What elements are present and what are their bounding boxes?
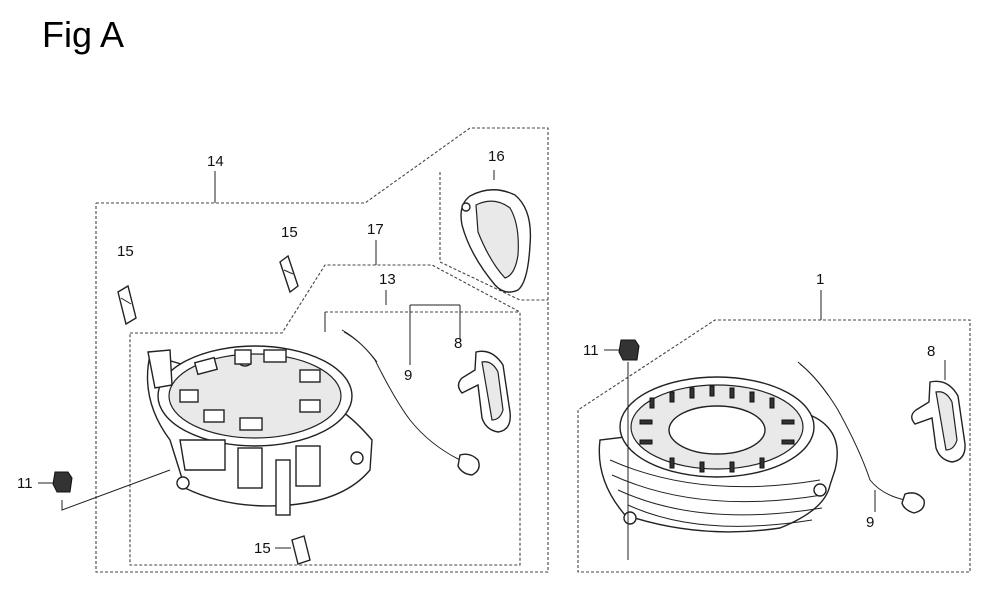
label-15-left: 15 xyxy=(117,243,134,260)
label-16: 16 xyxy=(488,148,505,165)
pawl-15-left xyxy=(117,284,137,326)
nut-11-left xyxy=(38,469,171,511)
pawl-15-upper xyxy=(279,254,299,294)
label-8-right: 8 xyxy=(927,343,935,360)
label-11-right: 11 xyxy=(583,342,599,359)
rope-9-right xyxy=(797,361,925,514)
pawl-15-bottom xyxy=(291,535,311,565)
label-1: 1 xyxy=(816,271,824,288)
assembly-1-frame xyxy=(577,290,971,573)
assembly-17-frame xyxy=(129,240,521,566)
grip-8-right xyxy=(911,360,966,463)
label-9-right: 9 xyxy=(866,514,874,531)
label-8-left: 8 xyxy=(454,335,462,352)
cover-16-frame xyxy=(439,170,548,301)
nut-11-right xyxy=(604,339,640,560)
rope-9-left xyxy=(341,329,480,476)
label-15-bottom: 15 xyxy=(254,540,271,557)
label-13: 13 xyxy=(379,271,396,288)
rope-set-13-bracket xyxy=(385,290,461,365)
figure-title: Fig A xyxy=(42,14,125,55)
starter-cover-right xyxy=(598,376,838,533)
label-14: 14 xyxy=(207,153,224,170)
starter-reel-left xyxy=(146,345,373,516)
label-9-left: 9 xyxy=(404,367,412,384)
grip-8-left xyxy=(457,350,511,433)
label-11-left: 11 xyxy=(17,475,33,492)
assembly-14-frame xyxy=(95,127,549,573)
label-17: 17 xyxy=(367,221,384,238)
cover-16 xyxy=(460,189,532,293)
label-15-upper: 15 xyxy=(281,224,298,241)
